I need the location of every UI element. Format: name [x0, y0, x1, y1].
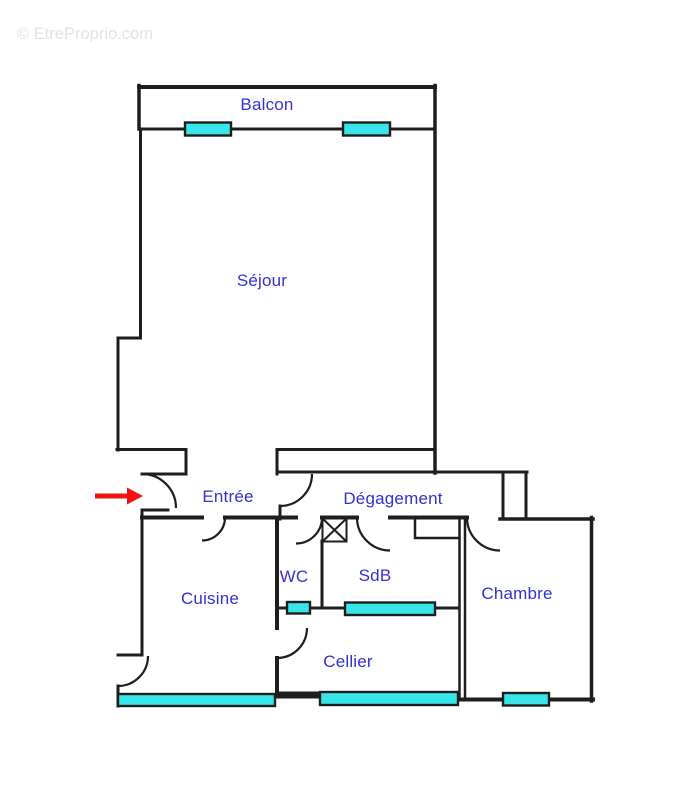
- room-label-wc: WC: [279, 567, 309, 586]
- wall-pillar: [501, 470, 528, 520]
- door-arc-cellier: [276, 627, 309, 660]
- window-chambre: [501, 691, 551, 707]
- window-sdb: [343, 601, 437, 617]
- door-arc-wc: [295, 517, 324, 545]
- entrance-arrow-shaft: [95, 493, 127, 499]
- wall-sejour-left: [116, 127, 142, 452]
- door-arc-entrance: [141, 472, 178, 509]
- duct-cross: [321, 517, 348, 543]
- window-cuisine: [116, 692, 277, 708]
- duct-symbol: [321, 517, 348, 543]
- window-wc: [285, 600, 312, 615]
- wall-sdb-recess: [413, 516, 461, 540]
- room-label-chambre: Chambre: [481, 584, 553, 603]
- door-arc-degagement: [279, 473, 314, 508]
- door-arc-cuisine-exterior: [117, 655, 150, 688]
- room-label-sdb: SdB: [358, 566, 392, 585]
- room-label-balcon: Balcon: [240, 95, 294, 114]
- room-label-degagement: Dégagement: [343, 489, 443, 508]
- window-balcon-left: [183, 121, 233, 137]
- room-label-sejour: Séjour: [236, 271, 288, 290]
- door-arc-sdb: [355, 517, 391, 552]
- wall-cuisine-left: [116, 508, 170, 657]
- doors: [117, 472, 501, 688]
- walls: [115, 83, 595, 708]
- room-label-entree: Entrée: [202, 487, 254, 506]
- windows: [116, 121, 551, 708]
- room-label-cellier: Cellier: [323, 652, 373, 671]
- window-cellier: [318, 690, 460, 707]
- entrance-arrow-icon: [95, 487, 143, 505]
- door-arc-chambre: [465, 517, 501, 552]
- entrance-arrow-head: [127, 487, 143, 505]
- wall-bottom-bar: [276, 691, 322, 699]
- watermark: © EtreProprio.com: [17, 25, 153, 43]
- wall-entry-block: [115, 448, 188, 476]
- room-label-cuisine: Cuisine: [180, 589, 240, 608]
- window-balcon-right: [341, 121, 392, 137]
- door-arc-cuisine: [201, 517, 227, 542]
